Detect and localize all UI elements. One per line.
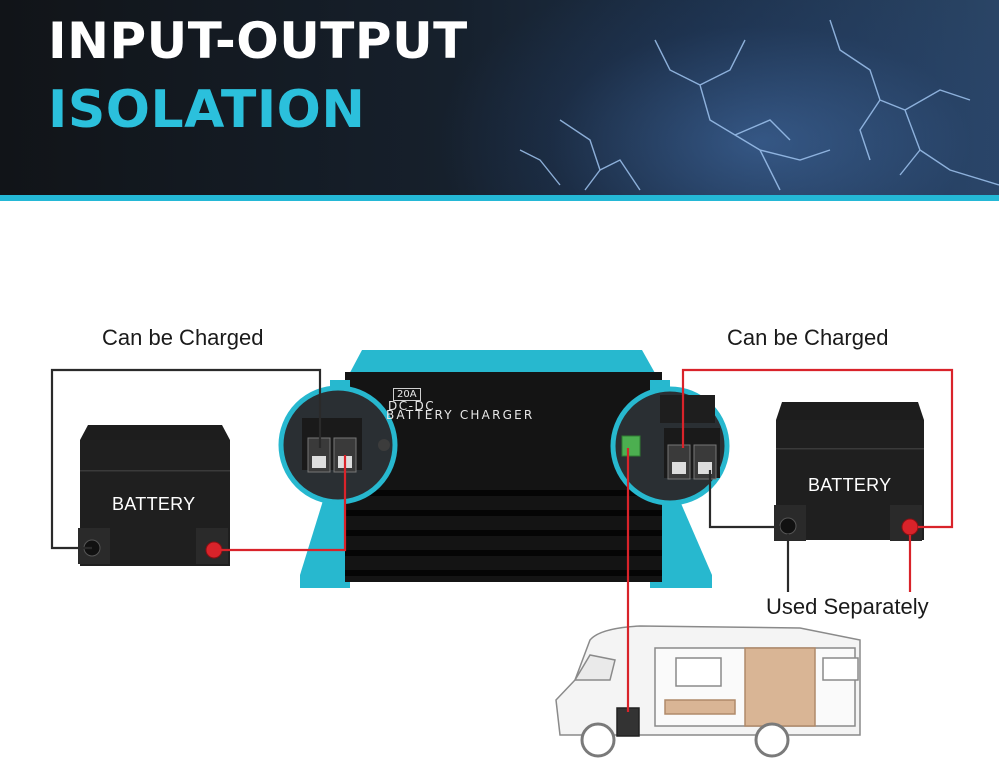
banner-accent-stripe — [0, 195, 999, 201]
right-battery-label: BATTERY — [808, 475, 892, 495]
right-connector-zoom — [610, 386, 730, 506]
right-battery-positive-terminal-icon — [901, 518, 919, 536]
banner-title-line2: ISOLATION — [48, 80, 366, 140]
left-battery-label: BATTERY — [112, 494, 196, 514]
rv-illustration — [555, 625, 861, 758]
lightning-glow — [430, 0, 999, 195]
signal-terminal-icon — [621, 435, 641, 457]
dc-dc-charger — [300, 350, 712, 588]
lightning-icon — [519, 19, 999, 191]
charger-name: BATTERY CHARGER — [386, 408, 535, 422]
left-battery-caption: Can be Charged — [102, 325, 264, 350]
right-battery-caption: Can be Charged — [727, 325, 889, 350]
right-battery — [774, 402, 924, 541]
right-battery-negative-terminal-icon — [779, 517, 797, 535]
charger-type: DC-DC — [388, 399, 436, 413]
separate-use-caption: Used Separately — [766, 594, 929, 619]
banner: INPUT-OUTPUT ISOLATION — [0, 0, 999, 195]
wires — [50, 368, 954, 712]
banner-title-line1: INPUT-OUTPUT — [48, 12, 468, 70]
left-connector-zoom — [278, 385, 398, 505]
charger-amp-rating: 20A — [393, 388, 421, 401]
